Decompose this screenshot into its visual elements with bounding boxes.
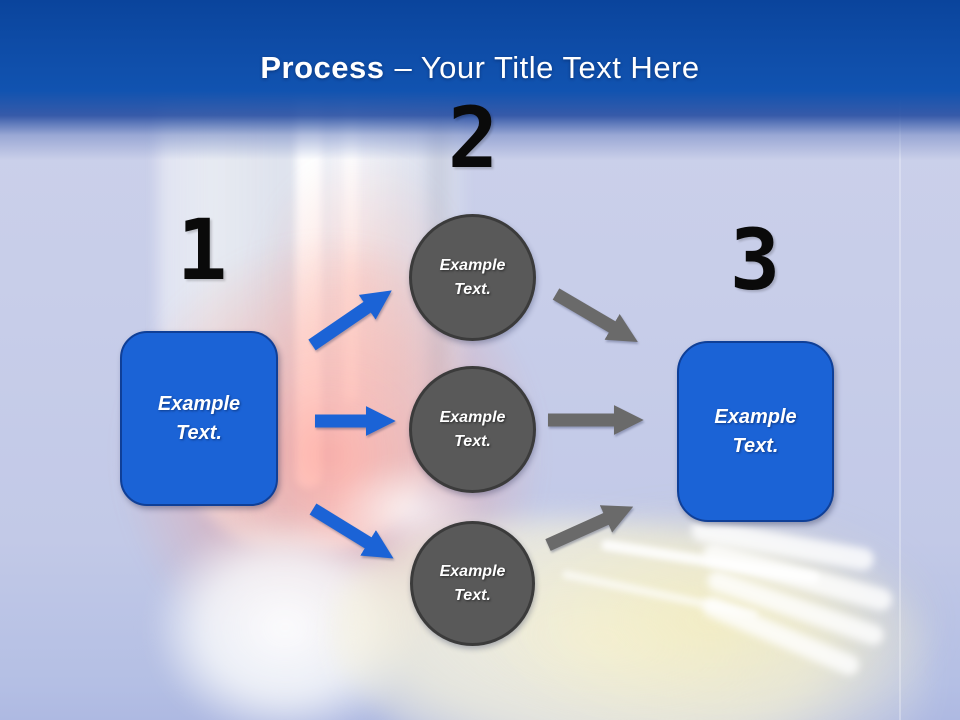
process-end-box: Example Text.: [677, 341, 834, 522]
arrow-start-to-circle-1: [308, 290, 392, 351]
header-band: [0, 0, 960, 165]
process-end-label: Example Text.: [714, 405, 797, 457]
step-number-3: 3: [729, 211, 781, 309]
step-circle-1: Example Text.: [409, 214, 536, 341]
arrow-start-to-circle-3: [309, 503, 394, 559]
step-number-2: 2: [447, 89, 499, 187]
step-circle-2: Example Text.: [409, 366, 536, 493]
step-circle-1-label: Example Text.: [439, 256, 506, 298]
slide-title: Process – Your Title Text Here: [0, 50, 960, 86]
step-circle-3-label: Example Text.: [439, 562, 506, 604]
arrow-circle-1-to-end: [552, 288, 638, 342]
step-circle-3: Example Text.: [410, 521, 535, 646]
step-circle-2-label: Example Text.: [439, 408, 506, 450]
step-number-1: 1: [176, 201, 228, 299]
arrow-circle-3-to-end: [545, 505, 634, 551]
title-bold-text: Process: [260, 50, 385, 85]
process-start-box: Example Text.: [120, 331, 278, 506]
process-start-label: Example Text.: [157, 392, 241, 444]
title-rest-text: – Your Title Text Here: [394, 50, 700, 85]
